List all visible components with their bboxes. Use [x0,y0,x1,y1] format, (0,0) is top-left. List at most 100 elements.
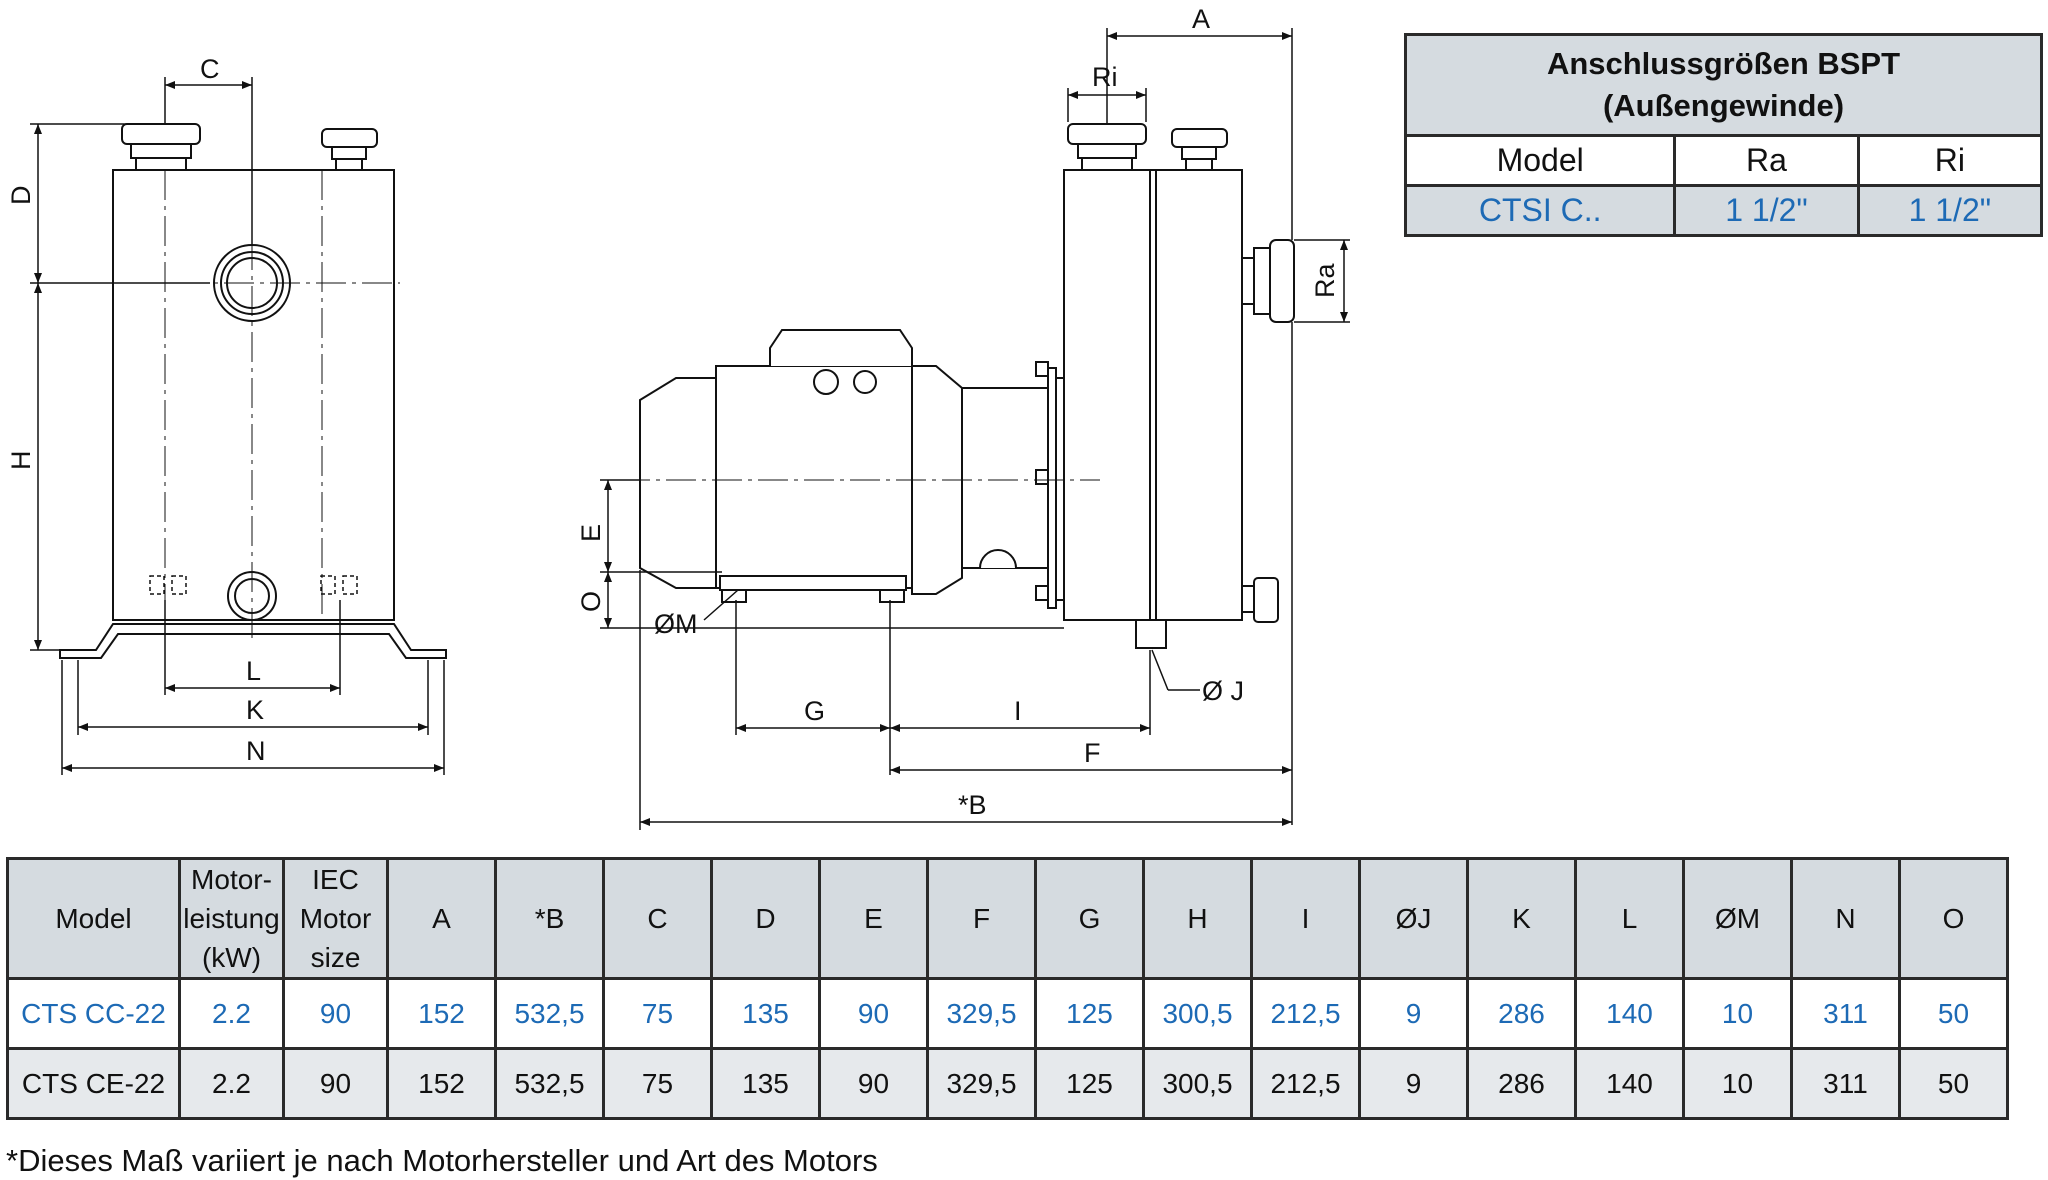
dims-value-cell: 311 [1790,977,1901,1050]
dims-value-cell: 300,5 [1142,977,1253,1050]
conn-value-ri: 1 1/2" [1856,184,2044,237]
dims-value-cell: 311 [1790,1047,1901,1120]
dims-value-cell: 125 [1034,977,1145,1050]
dim-label-n: N [246,736,266,766]
footnote: *Dieses Maß variiert je nach Motorherste… [6,1143,878,1178]
front-dimensions [30,77,445,775]
conn-col-ra: Ra [1673,134,1860,187]
dims-header-text: G [1078,903,1101,934]
dim-label-g: G [804,696,825,726]
dimensions-table: Model Motor-leistung(kW) IEC Motor size A *B C D… [6,857,2009,1120]
dims-value-cell: 532,5 [494,1047,605,1120]
dims-header-text: L [1621,903,1638,934]
front-view [40,123,447,659]
dims-value-cell: 329,5 [926,977,1037,1050]
dims-header-text: *B [534,903,565,934]
dims-value-cell: 125 [1034,1047,1145,1120]
connection-title-line2: (Außengewinde) [1602,88,1845,123]
dims-header-text: ØJ [1395,903,1432,934]
dims-header-text: H [1187,903,1208,934]
dims-value-cell: 50 [1898,1047,2009,1120]
dim-label-o: O [576,591,606,612]
dims-value-cell: 2.2 [178,977,285,1050]
dim-label-j: Ø J [1202,676,1244,706]
dims-header-text: Motor- [191,864,272,895]
dims-value-cell: 9 [1358,977,1469,1050]
dims-header-cell: ØM [1682,857,1793,980]
dims-header-text: size [310,942,361,973]
dim-label-e: E [576,524,606,542]
dims-header-text: Model [55,903,132,934]
connection-table-title: Anschlussgrößen BSPT (Außengewinde) [1404,33,2043,137]
dims-value-cell: 286 [1466,977,1577,1050]
dims-header-text: E [864,903,883,934]
dims-value-cell: 90 [818,977,929,1050]
dims-value-cell: 9 [1358,1047,1469,1120]
dims-model-cell: CTS CE-22 [6,1047,181,1120]
dims-header-text: N [1835,903,1856,934]
dims-header-cell: Model [6,857,181,980]
dims-value-cell: 140 [1574,977,1685,1050]
dims-header-text: K [1512,903,1531,934]
dims-value-cell: 90 [282,1047,389,1120]
dims-header-cell: ØJ [1358,857,1469,980]
dims-value-cell: 2.2 [178,1047,285,1120]
dims-header-cell: A [386,857,497,980]
dims-header-cell: F [926,857,1037,980]
conn-col-ri: Ri [1856,134,2044,187]
dim-label-m: ØM [654,609,698,639]
pump-housing-front [112,169,395,621]
dim-label-ri: Ri [1092,62,1118,92]
dim-label-ra: Ra [1310,263,1340,298]
dims-header-text: IEC [312,864,359,895]
dims-header-cell: *B [494,857,605,980]
dim-label-l: L [246,656,261,686]
dims-header-text: F [972,903,991,934]
dims-header-cell: L [1574,857,1685,980]
dims-header-cell: O [1898,857,2009,980]
dims-header-cell: N [1790,857,1901,980]
pump-housing-side [1063,169,1243,621]
dim-label-c: C [200,54,220,84]
dims-header-text: leistung [183,903,280,934]
dim-label-d: D [6,186,36,206]
side-dimensions [600,28,1350,830]
motor-body [715,365,913,589]
dims-header-cell: G [1034,857,1145,980]
dims-value-cell: 152 [386,1047,497,1120]
dims-value-cell: 10 [1682,1047,1793,1120]
dims-header-cell: D [710,857,821,980]
dims-model-cell: CTS CC-22 [6,977,181,1050]
conn-col-model: Model [1403,134,1677,187]
dims-header-text: D [755,903,776,934]
dims-value-cell: 135 [710,977,821,1050]
side-view [620,123,1295,649]
dim-label-a: A [1192,4,1210,34]
technical-drawing: C D H L K N [6,4,1350,830]
dims-header-cell: I [1250,857,1361,980]
motor-fan-cover [639,377,717,589]
dims-header-text: O [1942,903,1965,934]
dims-header-cell: E [818,857,929,980]
conn-value-ra: 1 1/2" [1673,184,1860,237]
dims-value-cell: 135 [710,1047,821,1120]
dims-header-cell: IEC Motor size [282,857,389,980]
dims-header-text: C [647,903,668,934]
dims-value-cell: 286 [1466,1047,1577,1120]
dims-value-cell: 10 [1682,977,1793,1050]
dims-value-cell: 152 [386,977,497,1050]
dims-header-cell: Motor-leistung(kW) [178,857,285,980]
dim-label-k: K [246,695,264,725]
dims-value-cell: 212,5 [1250,977,1361,1050]
dims-value-cell: 329,5 [926,1047,1037,1120]
dim-label-b: *B [958,790,987,820]
dims-value-cell: 75 [602,977,713,1050]
dims-value-cell: 300,5 [1142,1047,1253,1120]
dim-label-h: H [6,451,36,471]
dims-value-cell: 75 [602,1047,713,1120]
dims-value-cell: 212,5 [1250,1047,1361,1120]
dims-header-text: Motor [299,903,372,934]
dims-value-cell: 50 [1898,977,2009,1050]
